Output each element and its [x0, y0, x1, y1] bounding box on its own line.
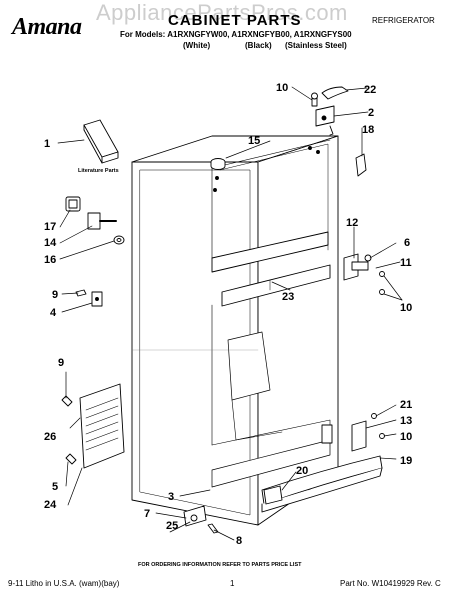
- callout-4: 4: [50, 307, 57, 319]
- category-label: REFRIGERATOR: [372, 16, 435, 25]
- callout-9-upper: 9: [52, 289, 58, 301]
- page-title: CABINET PARTS: [168, 12, 302, 29]
- watermark-text: AppliancePartsPros.com: [96, 0, 348, 25]
- callout-26: 26: [44, 431, 56, 443]
- ordering-note: FOR ORDERING INFORMATION REFER TO PARTS …: [138, 562, 302, 568]
- callout-3: 3: [168, 491, 174, 503]
- callout-9-lower: 9: [58, 357, 64, 369]
- callout-22: 22: [364, 84, 376, 96]
- footer-litho: 9-11 Litho in U.S.A. (wam)(bay): [8, 579, 120, 588]
- callout-14: 14: [44, 237, 57, 249]
- callout-20: 20: [296, 465, 308, 477]
- callout-16: 16: [44, 254, 56, 266]
- callout-10-lower: 10: [400, 431, 412, 443]
- left-hinge-group: [65, 196, 125, 245]
- callout-15: 15: [248, 135, 260, 147]
- callout-8: 8: [236, 535, 242, 547]
- callout-19: 19: [400, 455, 412, 467]
- page-number: 1: [230, 579, 235, 588]
- compressor-cover: [61, 383, 125, 469]
- callout-11: 11: [400, 257, 412, 269]
- part-number: Part No. W10419929 Rev. C: [340, 579, 441, 588]
- callout-24: 24: [44, 499, 57, 511]
- callout-5: 5: [52, 481, 58, 493]
- cabinet: [131, 135, 339, 526]
- callout-1: 1: [44, 138, 50, 150]
- callout-25: 25: [166, 520, 178, 532]
- brand-logo: Amana: [12, 14, 82, 40]
- finish-stainless: (Stainless Steel): [285, 41, 347, 50]
- callout-6: 6: [404, 237, 410, 249]
- middle-hinge-left: [75, 289, 103, 307]
- hinge-cover-18: [355, 153, 367, 177]
- literature-parts-label: Literature Parts: [78, 168, 119, 174]
- callout-10-middle: 10: [400, 302, 412, 314]
- literature-book: [83, 119, 119, 164]
- callout-13: 13: [400, 415, 412, 427]
- middle-hinge-right: [343, 253, 385, 295]
- finish-black: (Black): [245, 41, 272, 50]
- callout-10-top: 10: [276, 82, 288, 94]
- base-grille: [261, 455, 383, 513]
- callout-18: 18: [362, 124, 374, 136]
- models-line: For Models: A1RXNGFYW00, A1RXNGFYB00, A1…: [120, 30, 352, 39]
- finish-white: (White): [183, 41, 211, 50]
- callout-2: 2: [368, 107, 374, 119]
- callout-21: 21: [400, 399, 412, 411]
- leader-lines: [57, 86, 403, 541]
- callout-12: 12: [346, 217, 358, 229]
- callout-7: 7: [144, 508, 150, 520]
- callout-17: 17: [44, 221, 56, 233]
- plug-part-15: [210, 158, 226, 170]
- callout-23: 23: [282, 291, 294, 303]
- top-hinge: [311, 86, 349, 136]
- leveling-assembly: [183, 505, 219, 534]
- lower-hinge-right: [351, 413, 385, 452]
